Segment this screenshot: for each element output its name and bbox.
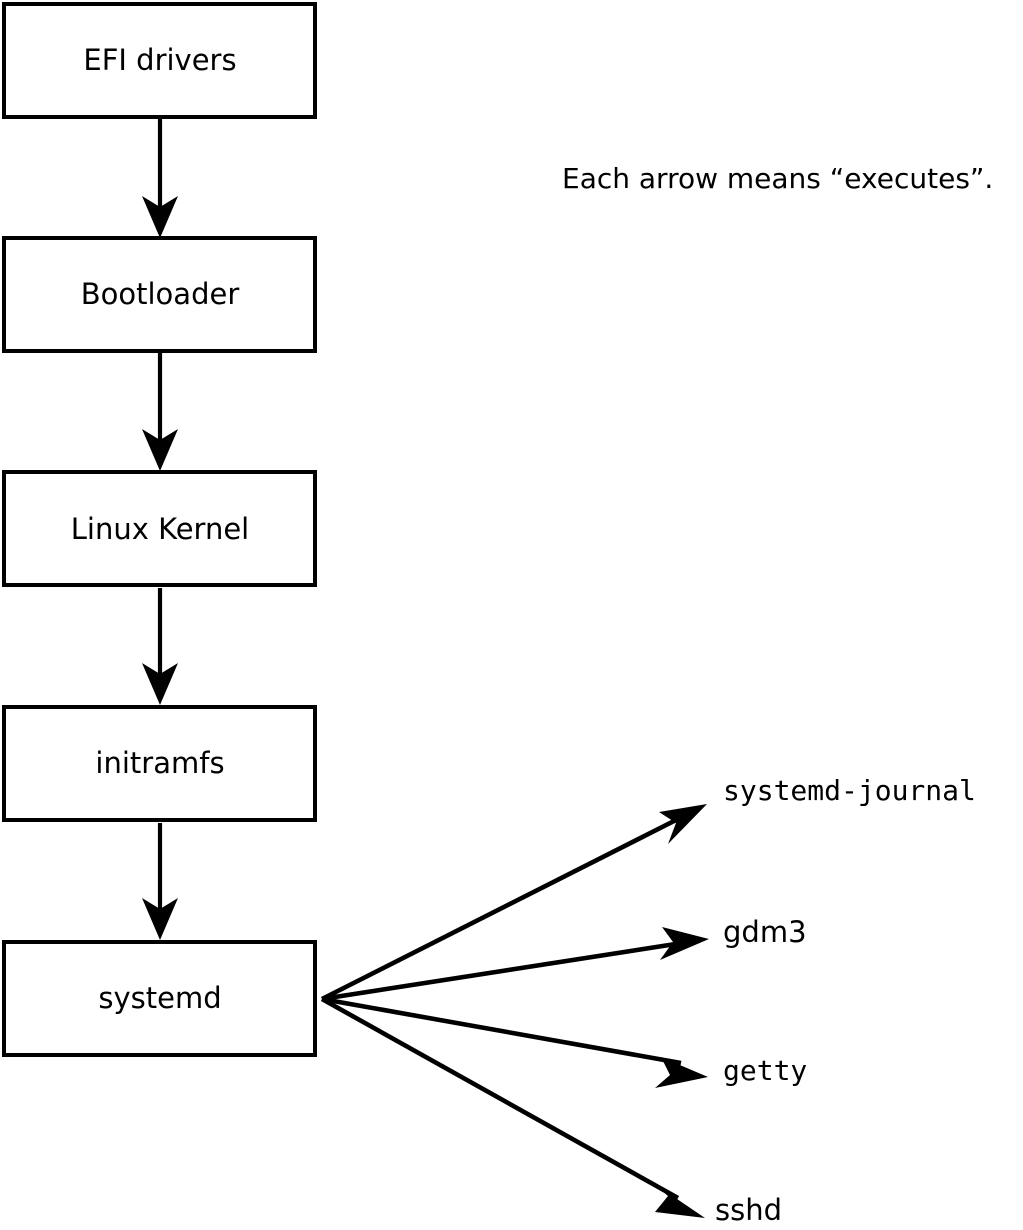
edge-initramfs-to-systemd [142, 823, 178, 940]
node-bootloader[interactable]: Bootloader [2, 236, 317, 353]
node-label-initramfs: initramfs [95, 746, 224, 780]
node-label-bootloader: Bootloader [81, 277, 240, 311]
edge-systemd-to-systemd-journal [320, 804, 707, 1002]
node-label-systemd-journal[interactable]: systemd-journal [723, 774, 976, 807]
node-label-systemd: systemd [98, 981, 221, 1015]
edge-systemd-to-sshd [320, 996, 705, 1218]
node-label-linux-kernel: Linux Kernel [71, 512, 249, 546]
node-efi-drivers[interactable]: EFI drivers [2, 2, 317, 119]
edge-systemd-to-gdm3 [321, 927, 709, 1002]
node-label-sshd[interactable]: sshd [715, 1193, 782, 1227]
node-label-efi-drivers: EFI drivers [83, 43, 236, 77]
node-linux-kernel[interactable]: Linux Kernel [2, 470, 317, 587]
node-label-gdm3[interactable]: gdm3 [723, 915, 807, 949]
diagram-caption: Each arrow means “executes”. [562, 162, 993, 195]
node-initramfs[interactable]: initramfs [2, 705, 317, 822]
edge-systemd-to-getty [321, 996, 708, 1088]
node-systemd[interactable]: systemd [2, 940, 317, 1057]
edge-efi-to-bootloader [142, 118, 178, 238]
edge-bootloader-to-kernel [142, 352, 178, 471]
node-label-getty[interactable]: getty [723, 1054, 807, 1087]
edge-kernel-to-initramfs [142, 588, 178, 705]
